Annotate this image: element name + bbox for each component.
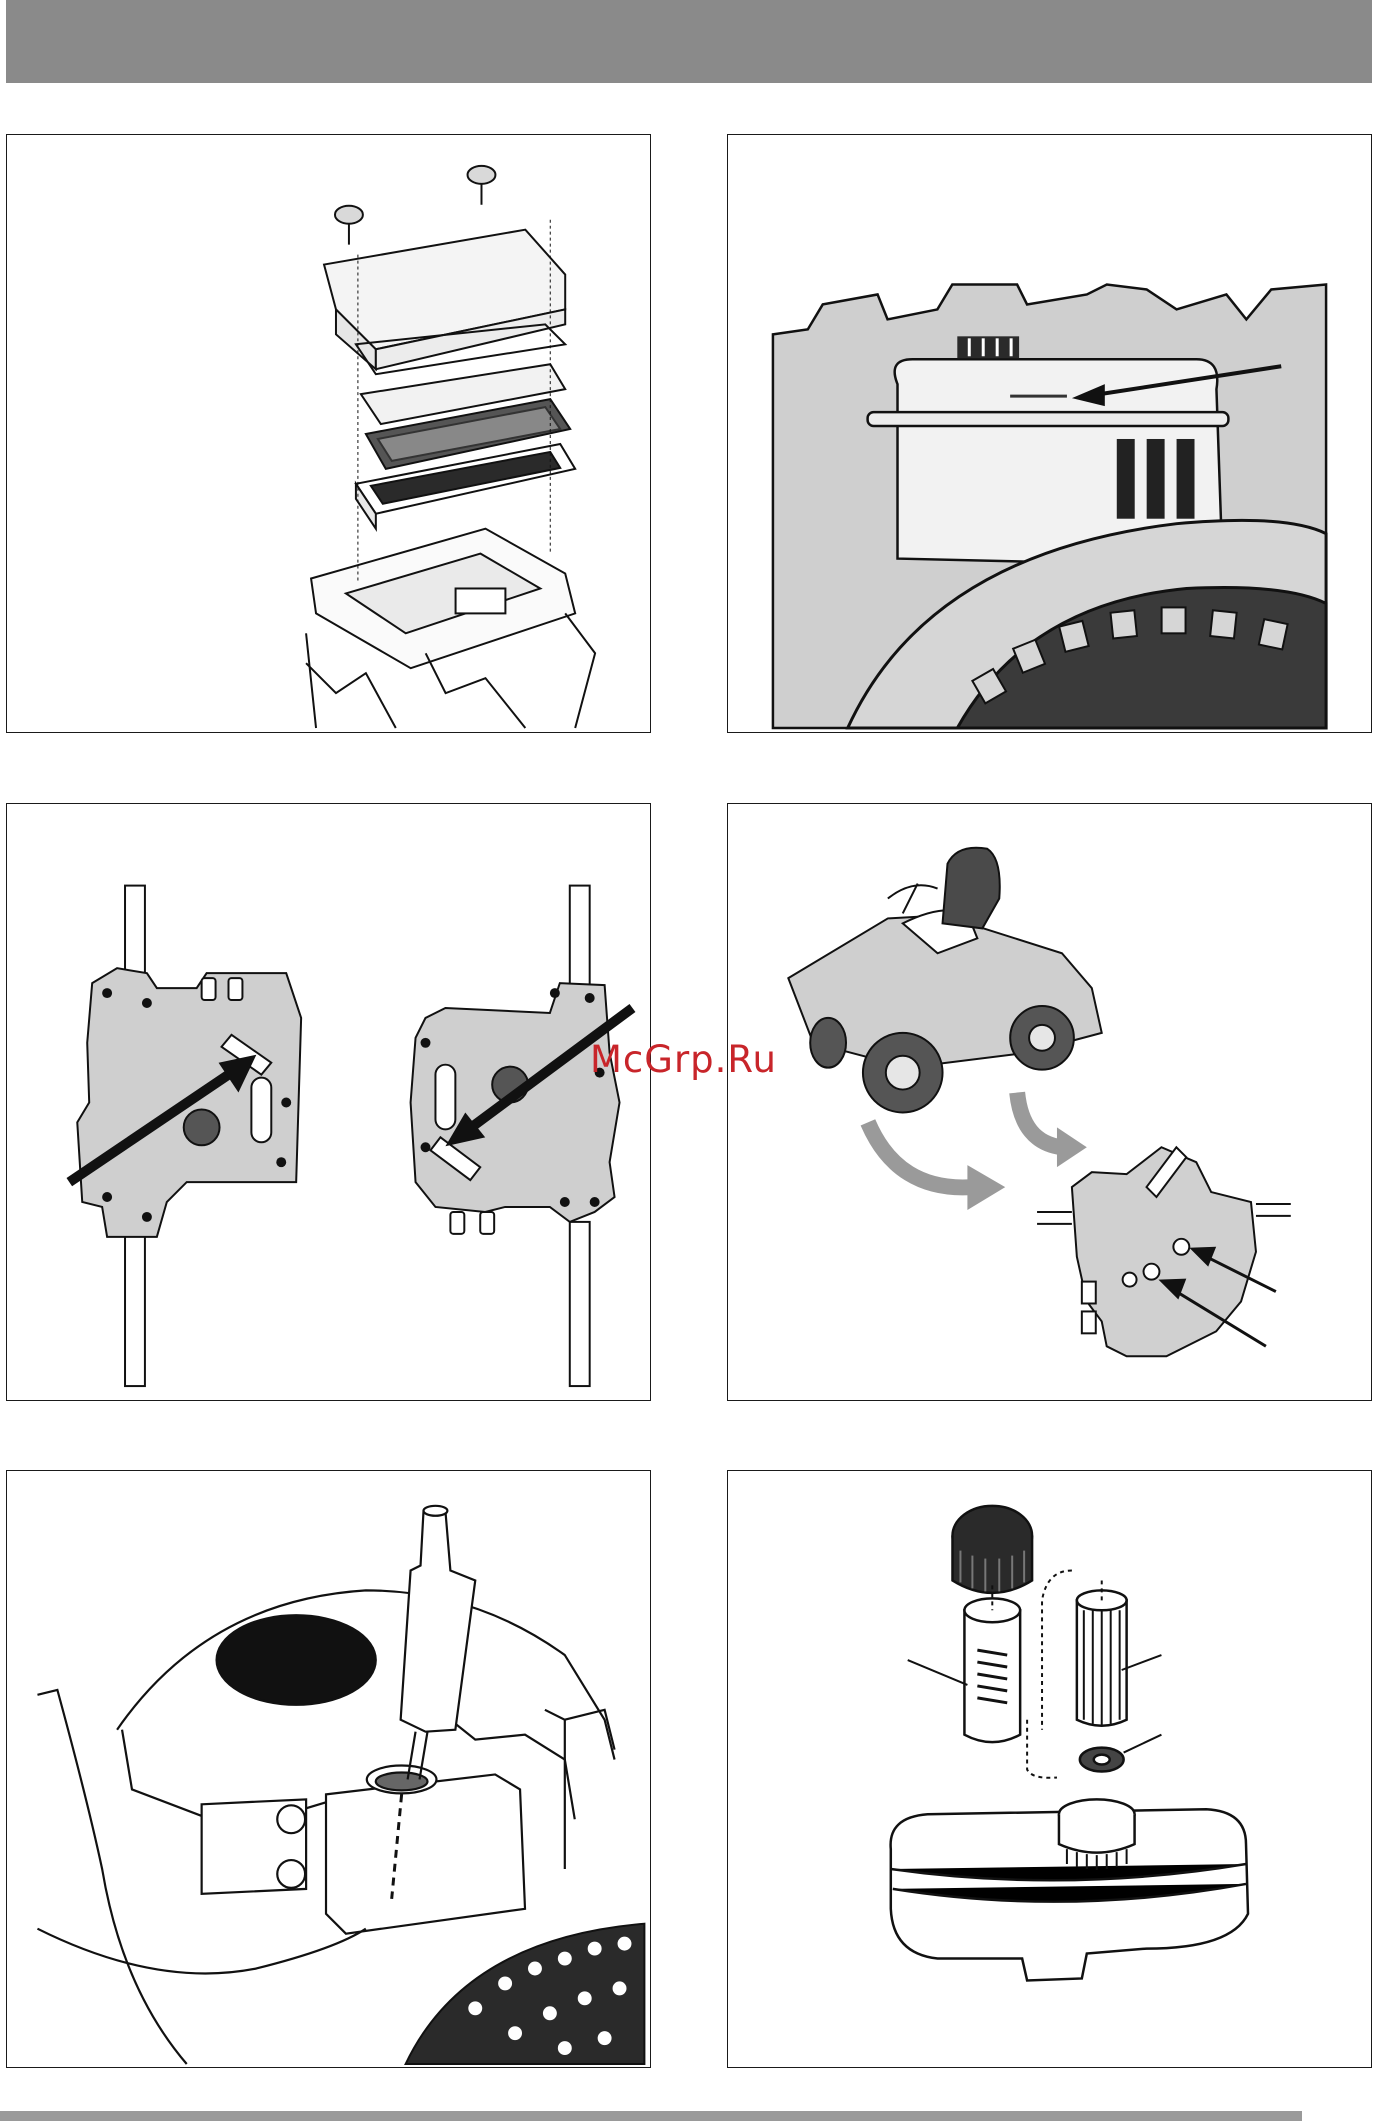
header-bar [6, 0, 1372, 83]
ride-on-mower-transmission-icon [728, 804, 1371, 1400]
figure-fuel-tank-level [727, 134, 1372, 733]
figure-tractor-drain-plugs [727, 803, 1372, 1401]
figure-air-filter-assembly [6, 134, 651, 733]
figure-transmission-levers [6, 803, 651, 1401]
footer-bar [0, 2111, 1302, 2121]
fuel-filter-exploded-view-icon [728, 1471, 1371, 2067]
watermark: McGrp.Ru [590, 1038, 777, 1081]
figure-oil-refill [6, 1470, 651, 2068]
fuel-tank-arrow-icon [728, 135, 1371, 732]
funnel-oil-fill-icon [7, 1471, 650, 2067]
air-filter-exploded-view-icon [7, 135, 650, 732]
figure-fuel-filter [727, 1470, 1372, 2068]
hydrostatic-valve-plates-icon [7, 804, 650, 1400]
